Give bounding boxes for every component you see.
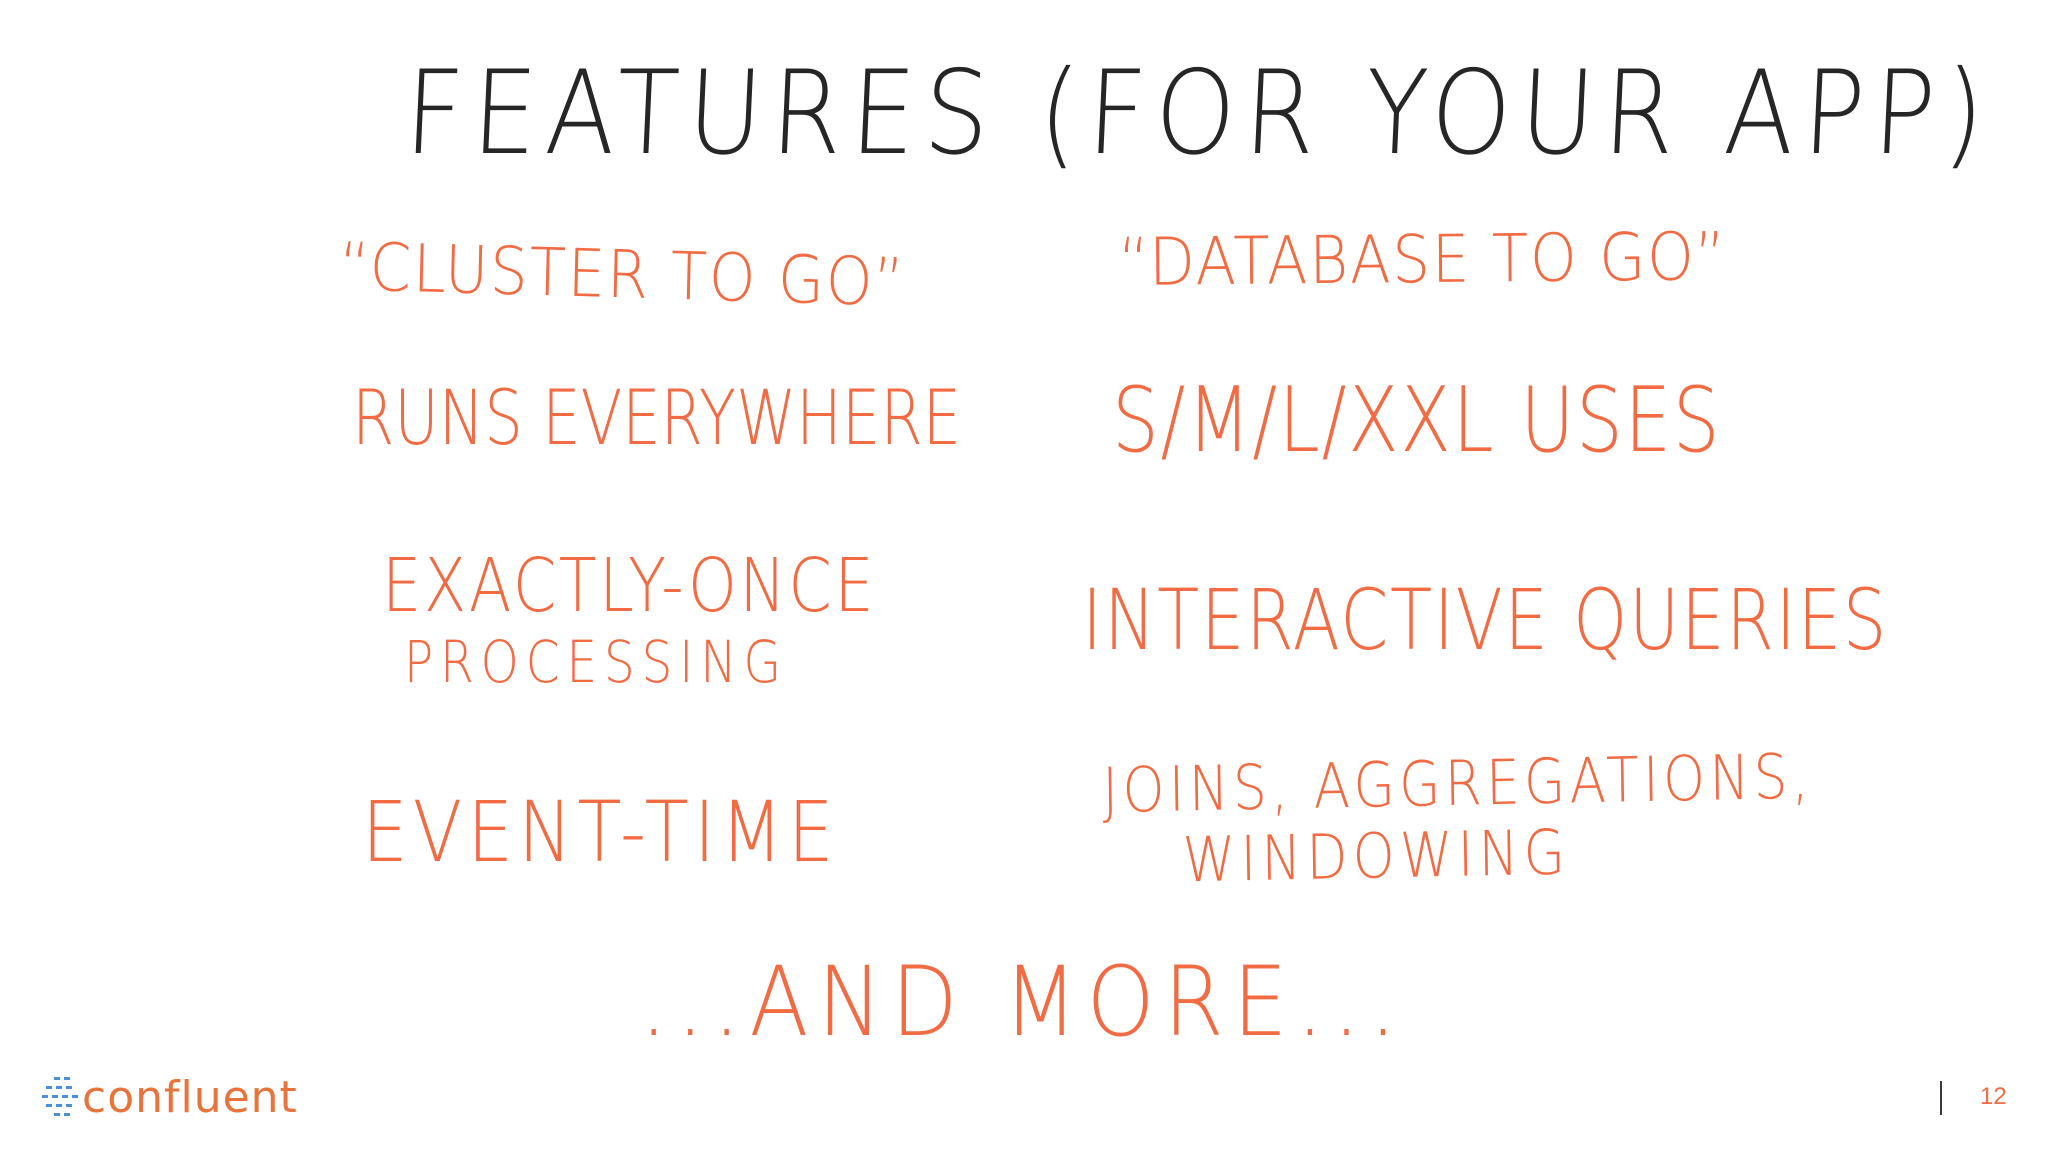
slide-title: FEATURES (FOR YOUR APP) (401, 46, 1996, 181)
feature-joins-line2: WINDOWING (1182, 815, 1571, 897)
feature-joins-aggregations: JOINS, AGGREGATIONS, WINDOWING (1101, 739, 1814, 897)
feature-cluster-to-go: “CLUSTER TO GO” (338, 228, 907, 322)
feature-exactly-once: EXACTLY-ONCE PROCESSING (382, 543, 877, 696)
feature-exactly-once-line2: PROCESSING (403, 627, 788, 696)
confluent-logo-text: confluent (82, 1072, 298, 1123)
footer-divider (1940, 1081, 1942, 1115)
feature-exactly-once-line1: EXACTLY-ONCE (382, 543, 877, 629)
confluent-mark-icon (42, 1077, 78, 1116)
confluent-logo: confluent (40, 1068, 298, 1128)
page-number: 12 (1980, 1083, 2007, 1110)
feature-joins-line1: JOINS, AGGREGATIONS, (1101, 739, 1814, 827)
feature-interactive-queries: INTERACTIVE QUERIES (1082, 571, 1889, 669)
feature-and-more: ...AND MORE... (640, 946, 1406, 1058)
feature-event-time: EVENT-TIME (362, 783, 839, 881)
feature-runs-everywhere: RUNS EVERYWHERE (352, 373, 961, 462)
feature-sizes-uses: S/M/L/XXL USES (1112, 368, 1722, 473)
feature-database-to-go: “DATABASE TO GO” (1117, 218, 1728, 301)
